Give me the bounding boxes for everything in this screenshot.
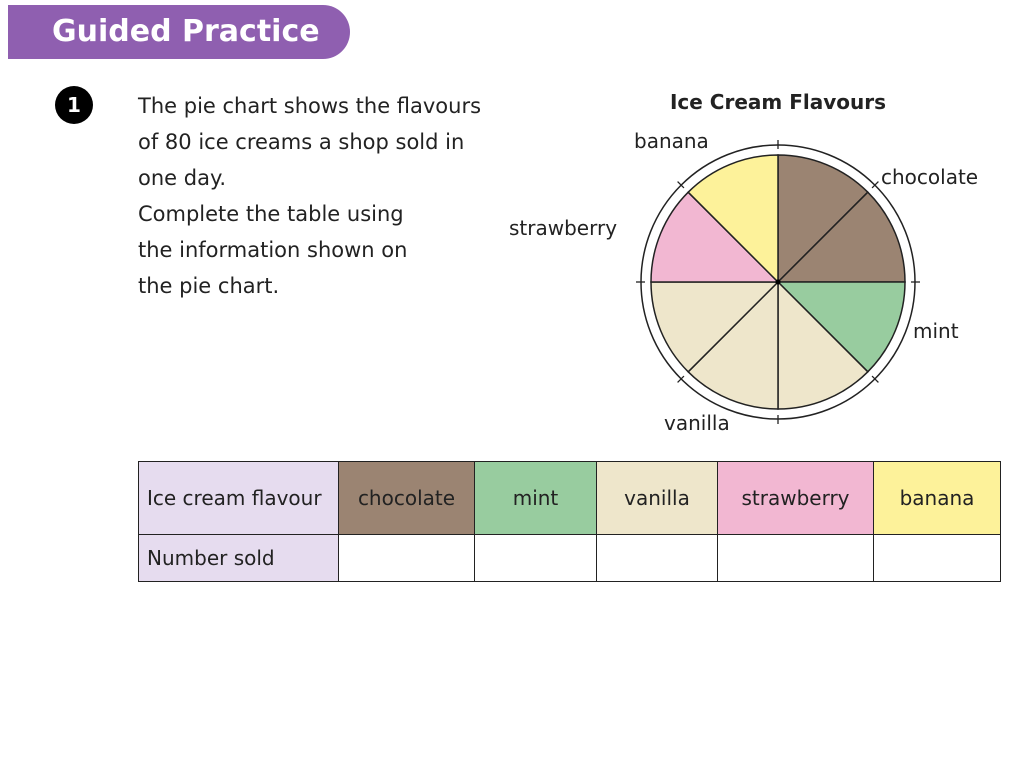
flavour-cell-chocolate: chocolate	[338, 461, 475, 535]
flavour-cell-vanilla: vanilla	[596, 461, 718, 535]
chart-title: Ice Cream Flavours	[669, 90, 887, 114]
flavour-cell-strawberry: strawberry	[717, 461, 874, 535]
pie-label-mint: mint	[913, 319, 959, 343]
pie-slice-vanilla	[777, 280, 869, 410]
answer-cell-strawberry[interactable]	[717, 534, 874, 582]
answer-table: Ice cream flavour chocolate mint vanilla…	[138, 461, 1001, 582]
row-header-number-sold: Number sold	[138, 534, 339, 582]
answer-cell-mint[interactable]	[474, 534, 597, 582]
question-line: of 80 ice creams a shop sold in	[138, 130, 465, 154]
pie-tick-mark	[871, 181, 879, 189]
question-line: the pie chart.	[138, 274, 280, 298]
pie-slice-vanilla	[650, 281, 780, 373]
pie-label-chocolate: chocolate	[881, 165, 979, 189]
table-row: Number sold	[138, 534, 1001, 582]
pie-slice-mint	[776, 281, 906, 373]
pie-slice-strawberry	[650, 191, 780, 283]
question-line: the information shown on	[138, 238, 408, 262]
pie-slice-chocolate	[777, 154, 869, 284]
flavour-cell-mint: mint	[474, 461, 597, 535]
table-row: Ice cream flavour chocolate mint vanilla…	[138, 461, 1001, 535]
pie-tick-mark	[871, 375, 879, 383]
pie-slice-banana	[687, 154, 779, 284]
pie-tick-mark	[677, 181, 685, 189]
pie-label-banana: banana	[634, 129, 709, 153]
answer-cell-chocolate[interactable]	[338, 534, 475, 582]
question-text: The pie chart shows the flavours of 80 i…	[138, 88, 538, 304]
pie-chart	[636, 140, 920, 424]
question-line: Complete the table using	[138, 202, 404, 226]
flavour-cell-banana: banana	[873, 461, 1001, 535]
pie-tick-mark	[677, 375, 685, 383]
question-number-badge: 1	[55, 86, 93, 124]
pie-slice-vanilla	[687, 280, 779, 410]
pie-center-dot	[775, 279, 781, 285]
answer-cell-vanilla[interactable]	[596, 534, 718, 582]
section-banner: Guided Practice	[8, 5, 350, 59]
pie-slice-chocolate	[776, 191, 906, 283]
pie-label-vanilla: vanilla	[664, 411, 730, 435]
answer-cell-banana[interactable]	[873, 534, 1001, 582]
pie-label-strawberry: strawberry	[509, 216, 618, 240]
question-line: The pie chart shows the flavours	[138, 94, 482, 118]
question-line: one day.	[138, 166, 227, 190]
row-header-flavour: Ice cream flavour	[138, 461, 339, 535]
